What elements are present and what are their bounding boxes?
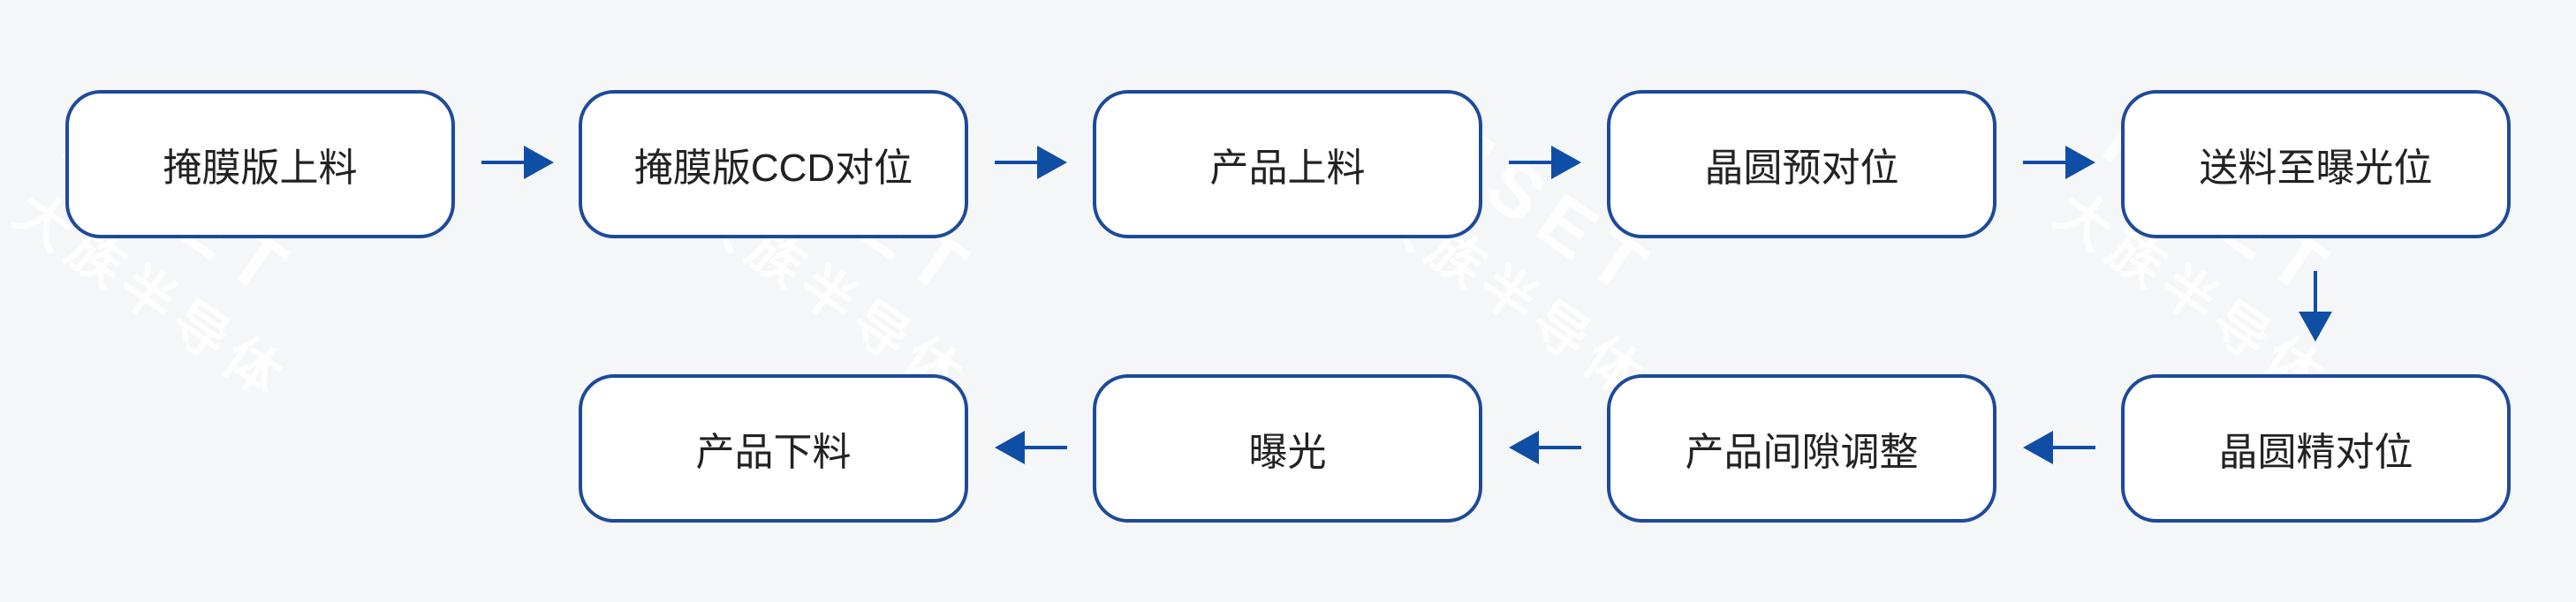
step-feed-to-exposure: 送料至曝光位	[2121, 90, 2511, 238]
arrow-left-icon	[995, 431, 1067, 464]
step-product-unloading: 产品下料	[579, 374, 968, 523]
arrow-right-icon	[995, 146, 1067, 179]
arrow-right-icon	[2023, 146, 2095, 179]
step-product-gap-adjustment: 产品间隙调整	[1607, 374, 1996, 523]
step-wafer-fine-alignment: 晶圆精对位	[2121, 374, 2511, 523]
step-wafer-pre-alignment: 晶圆预对位	[1607, 90, 1996, 238]
arrow-left-icon	[2023, 431, 2095, 464]
step-exposure: 曝光	[1093, 374, 1482, 523]
arrow-right-icon	[1509, 146, 1581, 179]
arrow-right-icon	[481, 146, 554, 179]
step-mask-loading: 掩膜版上料	[65, 90, 455, 238]
step-product-loading: 产品上料	[1093, 90, 1482, 238]
arrow-left-icon	[1509, 431, 1581, 464]
arrow-down-icon	[2299, 271, 2332, 342]
step-mask-ccd-alignment: 掩膜版CCD对位	[579, 90, 968, 238]
